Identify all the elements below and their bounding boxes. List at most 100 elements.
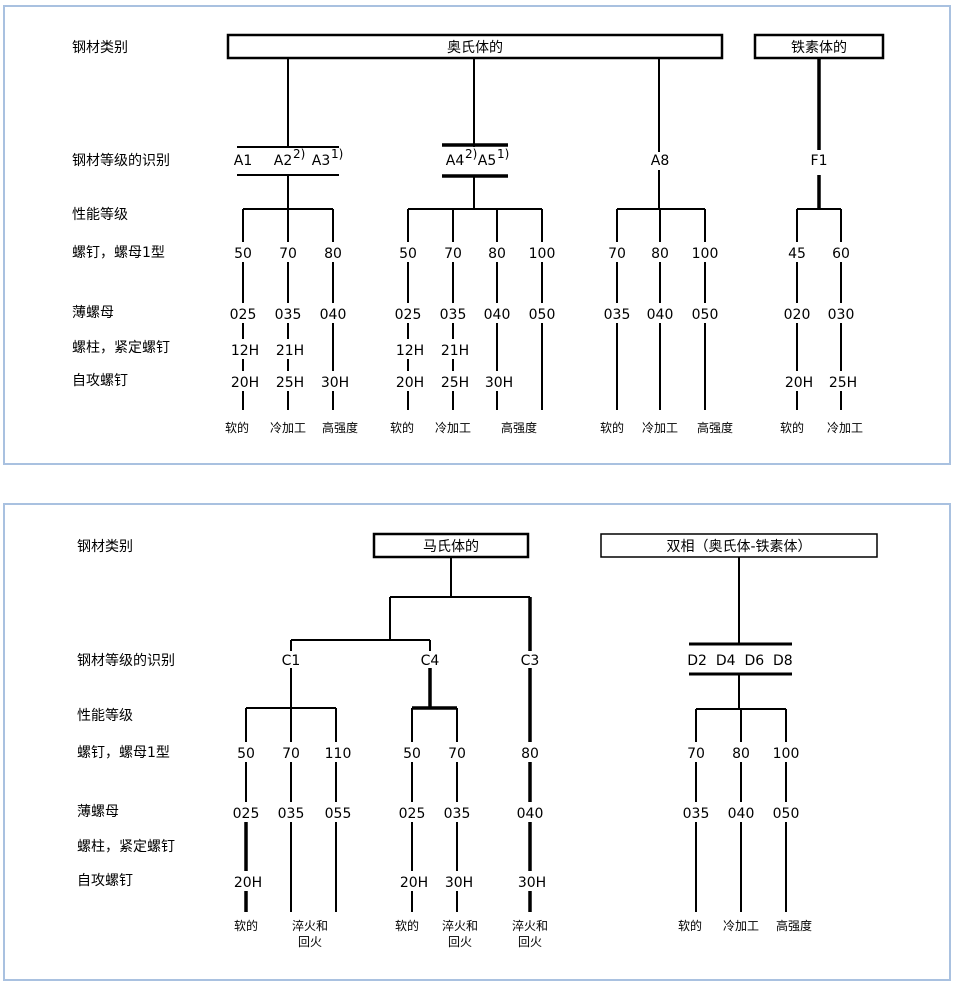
tapping-value: 30H — [321, 375, 349, 391]
condition-label: 回火 — [448, 935, 472, 949]
tapping-value: 30H — [518, 875, 546, 891]
thin-nut-value: 040 — [728, 806, 755, 822]
grade-c3: C3 — [521, 653, 540, 669]
bolt-value: 80 — [732, 746, 750, 762]
condition-label: 软的 — [395, 918, 419, 933]
thin-nut-value: 035 — [604, 307, 631, 323]
stud-value: 21H — [276, 343, 304, 359]
condition-label: 软的 — [225, 420, 249, 435]
grade-a2-footnote: 2) — [293, 147, 305, 161]
tapping-value: 30H — [485, 375, 513, 391]
group-a1-a3-values: 50 70 80 025 035 040 12H 21H 20H 25H 30H… — [225, 246, 358, 435]
grade-a4-footnote: 2) — [465, 147, 477, 161]
martensitic-title: 马氏体的 — [423, 539, 479, 555]
condition-label: 冷加工 — [723, 919, 759, 933]
thin-nut-value: 035 — [683, 806, 710, 822]
group-c4-values: 50 70 025 035 20H 30H 软的 淬火和 回火 — [395, 746, 478, 949]
condition-label: 高强度 — [322, 420, 358, 435]
condition-label: 高强度 — [501, 420, 537, 435]
label-thin-nuts: 薄螺母 — [77, 804, 119, 820]
thin-nut-value: 025 — [233, 806, 260, 822]
bolt-value: 100 — [692, 246, 719, 262]
grade-a3: A3 — [312, 153, 330, 169]
bolt-value: 45 — [788, 246, 806, 262]
bolt-value: 70 — [444, 246, 462, 262]
bolt-value: 100 — [529, 246, 556, 262]
bolt-value: 60 — [832, 246, 850, 262]
condition-label: 软的 — [390, 420, 414, 435]
condition-label: 冷加工 — [642, 421, 678, 435]
label-bolts-nuts: 螺钉，螺母1型 — [77, 745, 170, 761]
group-a8-values: 70 80 100 035 040 050 软的 冷加工 高强度 — [600, 246, 733, 435]
stud-value: 12H — [231, 343, 259, 359]
bolt-value: 50 — [234, 246, 252, 262]
bolt-value: 100 — [773, 746, 800, 762]
grade-c1: C1 — [282, 653, 301, 669]
panel2-connectors — [244, 557, 792, 912]
condition-label: 高强度 — [697, 420, 733, 435]
panel1-connectors — [237, 58, 842, 410]
condition-label: 淬火和 — [512, 918, 548, 933]
tapping-value: 25H — [276, 375, 304, 391]
label-studs: 螺柱，紧定螺钉 — [72, 340, 170, 356]
tapping-value: 20H — [231, 375, 259, 391]
label-tapping: 自攻螺钉 — [72, 373, 128, 389]
austenitic-title: 奥氏体的 — [447, 39, 503, 56]
group-c3-values: 80 040 30H 淬火和 回火 — [512, 746, 548, 949]
tapping-value: 30H — [445, 875, 473, 891]
panel-1-frame — [3, 5, 951, 465]
grade-a3-footnote: 1) — [331, 147, 343, 161]
label-steel-grade: 钢材等级的识别 — [72, 152, 170, 169]
condition-label: 冷加工 — [827, 421, 863, 435]
thin-nut-value: 025 — [230, 307, 257, 323]
thin-nut-value: 055 — [325, 806, 352, 822]
bolt-value: 70 — [282, 746, 300, 762]
condition-label: 高强度 — [776, 918, 812, 933]
tapping-value: 20H — [396, 375, 424, 391]
bolt-value: 80 — [521, 746, 539, 762]
condition-label: 回火 — [298, 935, 322, 949]
group-f1-values: 45 60 020 030 20H 25H 软的 冷加工 — [780, 246, 863, 435]
grade-f1: F1 — [811, 153, 828, 169]
thin-nut-value: 030 — [828, 307, 855, 323]
thin-nut-value: 035 — [440, 307, 467, 323]
stud-value: 21H — [441, 343, 469, 359]
bolt-value: 50 — [403, 746, 421, 762]
grade-a4: A4 — [446, 153, 465, 169]
bolt-value: 50 — [399, 246, 417, 262]
panel-2-frame — [3, 503, 951, 981]
thin-nut-value: 035 — [275, 307, 302, 323]
group-duplex-values: 70 80 100 035 040 050 软的 冷加工 高强度 — [678, 746, 812, 933]
group-a4-a5-values: 50 70 80 100 025 035 040 050 12H 21H 20H… — [390, 246, 555, 435]
thin-nut-value: 025 — [395, 307, 422, 323]
tapping-value: 25H — [441, 375, 469, 391]
condition-label: 冷加工 — [435, 421, 471, 435]
stud-value: 12H — [396, 343, 424, 359]
label-bolts-nuts: 螺钉，螺母1型 — [72, 245, 165, 261]
condition-label: 软的 — [678, 918, 702, 933]
label-tapping: 自攻螺钉 — [77, 873, 133, 889]
bolt-value: 70 — [448, 746, 466, 762]
grade-a5: A5 — [478, 153, 496, 169]
bolt-value: 80 — [651, 246, 669, 262]
label-steel-group: 钢材类别 — [72, 40, 128, 56]
thin-nut-value: 050 — [529, 307, 556, 323]
grade-c4: C4 — [421, 653, 440, 669]
grade-d2-d8: D2 D4 D6 D8 — [687, 653, 792, 669]
grade-a5-footnote: 1) — [497, 147, 509, 161]
thin-nut-value: 025 — [399, 806, 426, 822]
thin-nut-value: 040 — [517, 806, 544, 822]
bolt-value: 80 — [324, 246, 342, 262]
condition-label: 软的 — [600, 420, 624, 435]
label-property-class: 性能等级 — [77, 707, 133, 724]
label-steel-grade: 钢材等级的识别 — [77, 652, 175, 669]
condition-label: 软的 — [234, 918, 258, 933]
condition-label: 淬火和 — [292, 918, 328, 933]
grade-a1: A1 — [234, 153, 252, 169]
label-studs: 螺柱，紧定螺钉 — [77, 839, 175, 855]
thin-nut-value: 035 — [444, 806, 471, 822]
grade-a8: A8 — [651, 153, 669, 169]
label-property-class: 性能等级 — [72, 206, 128, 223]
bolt-value: 70 — [279, 246, 297, 262]
